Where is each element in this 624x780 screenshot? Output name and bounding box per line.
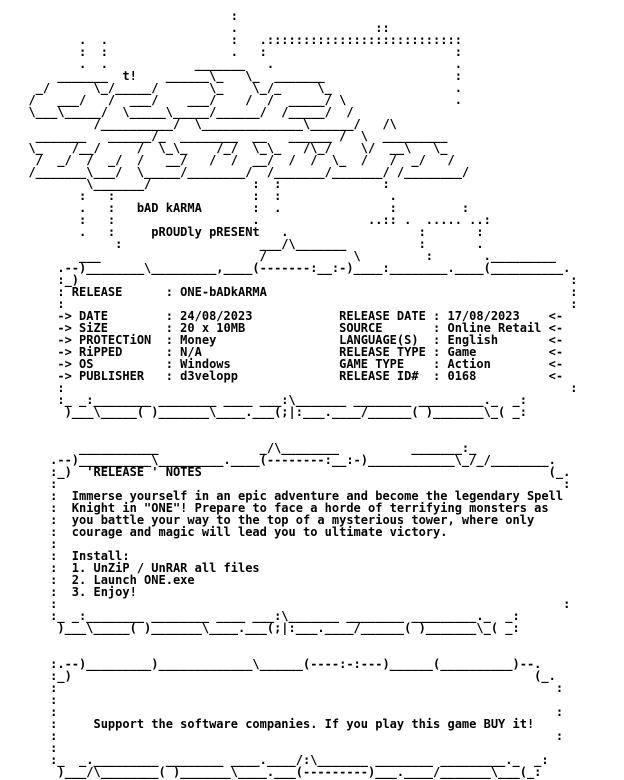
nfo-line: : Knight in "ONE"! Prepare to face a hor… — [14, 501, 549, 515]
nfo-line: -> PROTECTiON : Money LANGUAGE(S) : Engl… — [14, 333, 564, 347]
nfo-line: : : . ..:: . ..... ..: — [14, 213, 491, 227]
nfo-line: )___/\________( )_______\____.___(------… — [14, 765, 542, 779]
nfo-line: : you battle your way to the top of a my… — [14, 513, 535, 527]
nfo-line: : courage and magic will lead you to ult… — [14, 525, 448, 539]
nfo-line: : Install: — [14, 549, 130, 563]
nfo-line: : : — [14, 477, 571, 491]
nfo-line: :_ _._________ ________ ____.____/:\____… — [14, 753, 549, 767]
nfo-line: : : : : . — [14, 189, 397, 203]
nfo-line: :_) (_. — [14, 669, 556, 683]
nfo-line: : : — [14, 381, 578, 395]
nfo-line: .--)________\_________,____(-------:__:-… — [14, 261, 571, 275]
nfo-line: : 3. Enjoy! — [14, 585, 137, 599]
nfo-line: : — [14, 693, 58, 707]
nfo-line: -> DATE : 24/08/2023 RELEASE DATE : 17/0… — [14, 309, 564, 323]
nfo-line: ___ / \ : ._________ — [14, 249, 556, 263]
nfo-line: . : bAD kARMA : . : : — [14, 201, 470, 215]
nfo-line: : — [14, 537, 58, 551]
nfo-line: _/ \_/_____/ \_ \_/_ \_ . — [14, 81, 462, 95]
nfo-line: :_ _:________ ________ ____ ___:\_______… — [14, 393, 527, 407]
nfo-line: \_ /__/ / \_\_ /_/ \_\_ /\_/ \/ __\ \_ — [14, 141, 448, 155]
nfo-line: \___\_____/ \_____\_____/______/ /_____/… — [14, 105, 477, 119]
nfo-line: : : — [14, 705, 564, 719]
nfo-line: -> SiZE : 20 x 10MB SOURCE : Online Reta… — [14, 321, 564, 335]
nfo-line: : Support the software companies. If you… — [14, 717, 535, 731]
nfo-line: /__________/ \______________\______/ /\ — [14, 117, 397, 131]
nfo-line: .--)__________\_________.____(--------:_… — [14, 453, 556, 467]
nfo-line: / ___/ / ___/ ___/ / / _____/ \ . — [14, 93, 462, 107]
nfo-line: \_______/ : : : — [14, 177, 390, 191]
nfo-line: )___\_____( )_______\____.___(;|:___.___… — [14, 405, 527, 419]
nfo-line: : 2. Launch ONE.exe — [14, 573, 195, 587]
nfo-line: : ___/\_______ : . — [14, 237, 484, 251]
nfo-line: ___________ _/\________ _______:_ — [14, 441, 477, 455]
nfo-line: : — [14, 741, 58, 755]
nfo-line: : RELEASE : ONE-bADkARMA : — [14, 285, 578, 299]
nfo-line: :_ _:________ ________ ____ ___:\_______… — [14, 609, 520, 623]
nfo-line: . :: — [14, 21, 390, 35]
nfo-line: -> RiPPED : N/A RELEASE TYPE : Game <- — [14, 345, 564, 359]
nfo-line: . : pROUDly pRESENt . : : — [14, 225, 484, 239]
nfo-line: : : — [14, 681, 564, 695]
nfo-line: : : — [14, 597, 571, 611]
nfo-line: _______ ______/_ ________ __ ______ / \ … — [14, 129, 448, 143]
nfo-line: :_) 'RELEASE ' NOTES (_. — [14, 465, 571, 479]
nfo-line: : 1. UnZiP / UnRAR all files — [14, 561, 260, 575]
nfo-line: : Immerse yourself in an epic adventure … — [14, 489, 564, 503]
nfo-line: :.--)_________)_____________\______(----… — [14, 657, 542, 671]
nfo-line: -> OS : Windows GAME TYPE : Action <- — [14, 357, 564, 371]
nfo-ascii-art: : . :: . . : .::::::::::::::::::::::::::… — [14, 9, 578, 779]
nfo-line: / _/ / _/ / __/ / / __/ / / \_ / / _/ / — [14, 153, 455, 167]
nfo-line: : : . : : — [14, 45, 462, 59]
nfo-line: : : — [14, 729, 564, 743]
nfo-line: )___\_____( )_______\____.___(;|:___.___… — [14, 621, 520, 635]
nfo-line: . . _______ . . — [14, 57, 462, 71]
nfo-line: -> PUBLISHER : d3velopp RELEASE ID# : 01… — [14, 369, 564, 383]
nfo-line: : : — [14, 297, 578, 311]
nfo-line: . . : .::::::::::::::::::::::::::: — [14, 33, 462, 47]
nfo-line: /_______\___/ \_____/________/ /_______/… — [14, 165, 470, 179]
nfo-line: :_) : — [14, 273, 578, 287]
nfo-line: _______ t! ______\_ \_ _______ : — [14, 69, 462, 83]
nfo-line: : — [14, 9, 238, 23]
